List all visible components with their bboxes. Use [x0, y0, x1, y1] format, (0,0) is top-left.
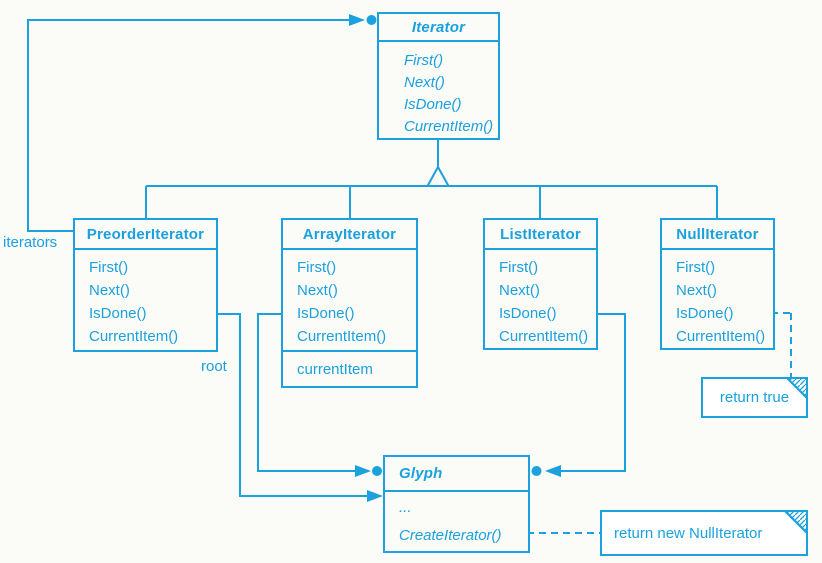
method: CurrentItem()	[89, 328, 179, 345]
class-null-iterator: NullIterator First() Next() IsDone() Cur…	[660, 218, 775, 350]
method: First()	[676, 259, 716, 276]
method: Next()	[404, 74, 445, 91]
class-list-iterator-methods: First() Next() IsDone() CurrentItem()	[485, 250, 596, 348]
note-return-new-nulliterator: return new NullIterator	[614, 524, 763, 542]
method: IsDone()	[499, 305, 557, 322]
inheritance-triangle-icon	[425, 164, 451, 187]
method: Next()	[499, 282, 540, 299]
method: IsDone()	[89, 305, 147, 322]
edge-label-root: root	[201, 358, 227, 375]
many-ball-icon	[531, 466, 542, 476]
class-null-iterator-methods: First() Next() IsDone() CurrentItem()	[662, 250, 773, 348]
class-preorder-iterator-methods: First() Next() IsDone() CurrentItem()	[75, 250, 216, 350]
class-glyph-methods: ... CreateIterator()	[385, 492, 528, 551]
class-list-iterator: ListIterator First() Next() IsDone() Cur…	[483, 218, 598, 350]
many-ball-icon	[366, 15, 377, 25]
arrowhead-icon	[349, 14, 365, 26]
arrowhead-icon	[545, 465, 561, 477]
list-glyph-edge	[531, 313, 626, 477]
method: ...	[399, 499, 412, 516]
method: First()	[404, 52, 444, 69]
edge-label-iterators: iterators	[3, 234, 58, 251]
class-array-iterator: ArrayIterator First() Next() IsDone() Cu…	[281, 218, 418, 388]
class-iterator-title: Iterator	[379, 14, 498, 42]
method: First()	[89, 259, 129, 276]
method: Next()	[89, 282, 130, 299]
class-list-iterator-title: ListIterator	[485, 220, 596, 250]
method: Next()	[297, 282, 338, 299]
class-null-iterator-title: NullIterator	[662, 220, 773, 250]
method: Next()	[676, 282, 717, 299]
class-glyph-title: Glyph	[385, 457, 528, 492]
arrowhead-icon	[367, 490, 383, 502]
array-glyph-edge	[257, 313, 382, 477]
method: CurrentItem()	[404, 118, 494, 135]
many-ball-icon	[372, 466, 382, 476]
inheritance-edge	[145, 140, 718, 218]
class-iterator: Iterator First() Next() IsDone() Current…	[377, 12, 500, 140]
method: IsDone()	[297, 305, 355, 322]
note-return-true: return true	[719, 389, 790, 406]
method: First()	[499, 259, 539, 276]
method: CurrentItem()	[676, 328, 766, 345]
method: First()	[297, 259, 337, 276]
root-edge	[218, 313, 383, 502]
arrowhead-icon	[355, 465, 371, 477]
class-iterator-methods: First() Next() IsDone() CurrentItem()	[379, 42, 498, 138]
class-glyph: Glyph ... CreateIterator()	[383, 455, 530, 553]
class-preorder-iterator: PreorderIterator First() Next() IsDone()…	[73, 218, 218, 352]
class-array-iterator-attribute: currentItem	[283, 350, 416, 386]
note-return-new-shape	[600, 510, 808, 556]
method: CurrentItem()	[297, 328, 387, 345]
method: CurrentItem()	[499, 328, 589, 345]
class-array-iterator-title: ArrayIterator	[283, 220, 416, 250]
iterators-edge	[27, 14, 377, 232]
method: IsDone()	[676, 305, 734, 322]
class-preorder-iterator-title: PreorderIterator	[75, 220, 216, 250]
note-return-true-shape	[701, 377, 808, 418]
class-array-iterator-methods: First() Next() IsDone() CurrentItem()	[283, 250, 416, 350]
method: CreateIterator()	[399, 527, 502, 544]
method: IsDone()	[404, 96, 462, 113]
